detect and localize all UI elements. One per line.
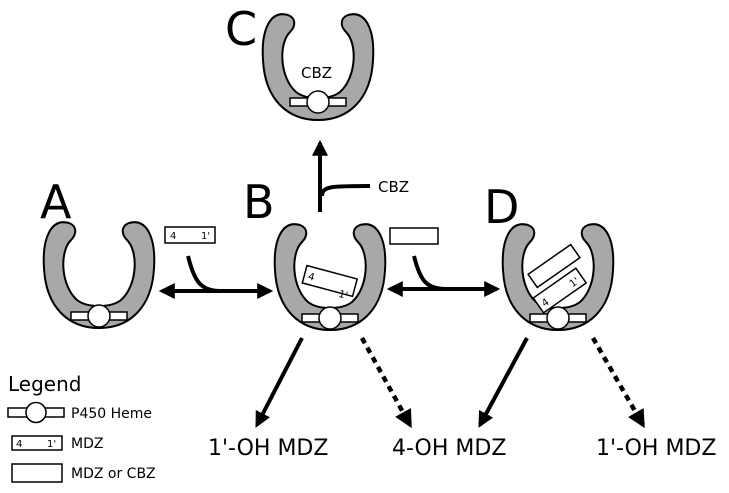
legend-heme-icon xyxy=(7,401,65,424)
arrow-d-product-4oh xyxy=(478,337,529,428)
cbz-branch-label: CBZ xyxy=(378,178,409,196)
enzyme-c-ligand: CBZ xyxy=(301,64,332,82)
legend: Legend P450 Heme 4 1' MDZ MDZ or CBZ xyxy=(7,372,156,483)
enzyme-b: 4 1' xyxy=(273,223,387,331)
state-label-d: D xyxy=(484,180,519,234)
heme-icon xyxy=(289,90,347,114)
legend-title: Legend xyxy=(8,372,81,396)
product-1oh-mdz-d: 1'-OH MDZ xyxy=(596,436,716,461)
mdz-pos-4: 4 xyxy=(540,297,552,310)
mdz-pos-4: 4 xyxy=(170,231,176,242)
state-label-a: A xyxy=(40,175,72,229)
mdz-incoming-substrate: 4 1' xyxy=(164,226,216,244)
heme-icon xyxy=(301,306,359,330)
arrow-d-product-1oh-dotted xyxy=(591,336,645,429)
arrow-a-b xyxy=(158,255,274,299)
enzyme-a xyxy=(42,221,156,329)
mdz-substrate: 4 1' xyxy=(301,264,359,302)
arrow-b-d xyxy=(386,255,501,297)
legend-mdz-label: MDZ xyxy=(71,436,103,452)
legend-mdz-or-cbz-icon xyxy=(11,463,63,483)
arrow-b-product-4oh-dotted xyxy=(360,336,412,429)
state-label-c: C xyxy=(225,2,257,56)
mdz-pos-1prime: 1' xyxy=(47,439,56,450)
mdz-or-cbz-incoming-substrate xyxy=(389,227,439,245)
enzyme-d: 4 1' xyxy=(501,223,615,331)
legend-mdz-or-cbz-label: MDZ or CBZ xyxy=(71,466,156,482)
mdz-pos-1prime: 1' xyxy=(201,231,210,242)
arrow-b-product-1oh xyxy=(255,337,304,428)
legend-heme-label: P450 Heme xyxy=(71,406,152,422)
mdz-substrate: 4 1' xyxy=(532,267,588,314)
product-4oh-mdz: 4-OH MDZ xyxy=(392,436,506,461)
product-1oh-mdz-b: 1'-OH MDZ xyxy=(208,436,328,461)
mdz-pos-4: 4 xyxy=(16,439,22,450)
state-label-b: B xyxy=(243,175,275,229)
heme-icon xyxy=(70,304,128,328)
legend-mdz-icon: 4 1' xyxy=(11,435,63,451)
enzyme-c: CBZ xyxy=(261,13,375,121)
mdz-pos-1prime: 1' xyxy=(337,289,349,302)
second-substrate xyxy=(527,243,581,289)
arrow-b-c xyxy=(312,139,371,212)
mdz-pos-4: 4 xyxy=(307,271,316,283)
heme-icon xyxy=(529,306,587,330)
